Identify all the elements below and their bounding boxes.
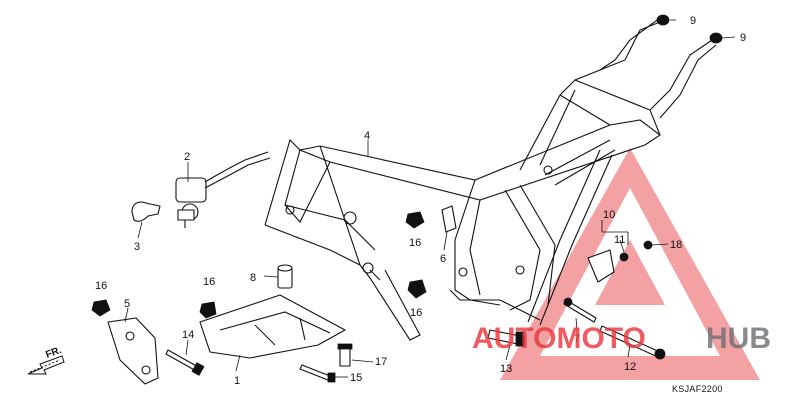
clip-6: [441, 205, 457, 233]
callout-6: 6: [440, 253, 446, 265]
leader-lines: [124, 19, 736, 378]
callout-2: 2: [184, 151, 190, 163]
collar: [277, 264, 293, 289]
callout-17: 17: [375, 356, 387, 368]
nut-16-c: [405, 211, 425, 229]
bolt-15: [299, 364, 336, 383]
callout-7: 7: [574, 333, 580, 345]
watermark-brand-part1: AUTOMOTO: [472, 322, 646, 355]
callout-14: 14: [182, 329, 194, 341]
callout-8: 8: [250, 272, 256, 284]
callout-1: 1: [234, 375, 240, 387]
callout-13: 13: [500, 363, 512, 375]
nut-16-b: [199, 301, 217, 319]
catalog-code: KSJAF2200: [672, 384, 723, 394]
watermark-brand-part2: HUB: [706, 322, 771, 355]
watermark-logo: [500, 148, 760, 380]
nut-16-a: [91, 299, 111, 317]
front-direction-arrow: FR.: [27, 345, 65, 375]
collar-13: [487, 329, 525, 347]
callout-15: 15: [350, 372, 362, 384]
bolt-7: [563, 297, 597, 323]
key: [131, 201, 161, 222]
ignition-switch: [175, 151, 271, 228]
callout-18: 18: [670, 239, 682, 251]
callout-12: 12: [624, 361, 636, 373]
bolt-14: [165, 349, 205, 376]
callout-16-a: 16: [95, 280, 107, 292]
callout-16-d: 16: [410, 307, 422, 319]
engine-hanger-bracket: [107, 317, 159, 385]
callout-4: 4: [364, 130, 370, 142]
skid-plate: [199, 294, 346, 359]
callout-labels: 1 2 3 4 5 6 7 8 9 9 10 11 12 13 14 15 16…: [95, 15, 746, 387]
callout-5: 5: [124, 298, 130, 310]
sub-bracket-10: [587, 240, 653, 283]
cap-9-a: [656, 14, 670, 26]
cap-9-b: [709, 32, 723, 44]
bolt-12: [599, 325, 666, 360]
main-frame: [264, 17, 717, 341]
watermark-brand: AUTOMOTO HUB: [472, 322, 771, 355]
callout-11: 11: [614, 234, 625, 246]
callout-10: 10: [603, 209, 615, 221]
bolt-17: [337, 343, 353, 367]
callout-3: 3: [134, 241, 140, 253]
direction-label: FR.: [44, 345, 63, 361]
callout-16-b: 16: [203, 276, 215, 288]
nut-16-d: [407, 279, 427, 299]
callout-9-a: 9: [690, 15, 696, 27]
callout-16-c: 16: [409, 237, 421, 249]
callout-9-b: 9: [740, 32, 746, 44]
